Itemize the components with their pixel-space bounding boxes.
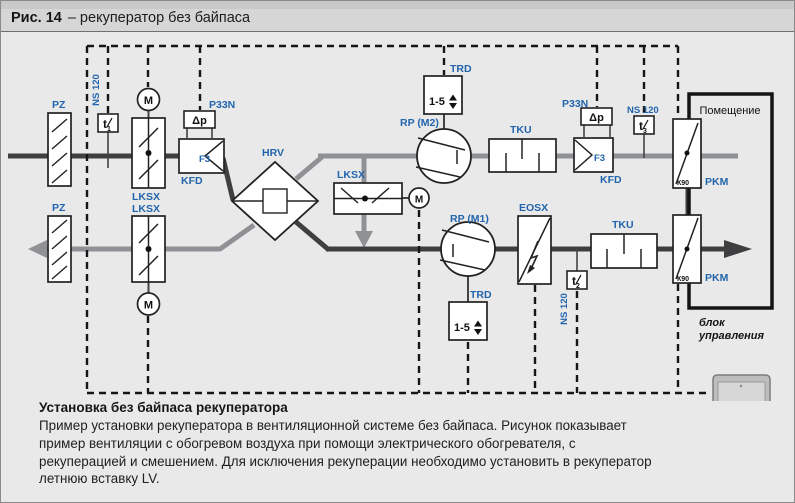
svg-text:t3: t3: [639, 119, 647, 135]
extract-air-ducts: [45, 153, 738, 252]
fan-rp-m2: [415, 128, 472, 184]
sensor-stems: [107, 111, 645, 302]
lksx-label-mixing: LKSX: [337, 169, 365, 181]
pz-grille-intake: [47, 112, 72, 187]
description-heading: Установка без байпаса рекуператора: [39, 400, 288, 415]
motor-label-2: M: [144, 300, 153, 312]
k90-label-bottom: К90: [677, 276, 689, 283]
ventilation-schematic: Помещение: [8, 44, 774, 401]
sensor-t2: t2: [566, 270, 588, 290]
tku-label-top: TKU: [510, 124, 532, 136]
description-body: Пример установки рекуператора в вентиляц…: [39, 418, 652, 487]
control-wiring-dashed: [85, 44, 708, 395]
p33n-label-intake: P33N: [209, 99, 235, 111]
fan-rp-m1: [439, 221, 496, 277]
sensor-t1: t1: [97, 113, 119, 133]
description-block: Установка без байпаса рекуператора Приме…: [39, 400, 664, 488]
figure-header: Рис. 14 – рекуператор без байпаса: [1, 1, 794, 32]
kfd-filter-extract: [573, 137, 614, 173]
down-arrow-icon: [449, 103, 457, 109]
dp-label-1: Δp: [192, 115, 207, 127]
tku-silencer-bottom: [590, 233, 658, 269]
kfd-label-extract: KFD: [600, 174, 622, 186]
pkm-label-bottom: PKM: [705, 272, 729, 284]
lksx-damper-exhaust: [131, 215, 166, 283]
ns120-label-t3: NS 120: [627, 105, 659, 116]
lightning-icon: [529, 240, 539, 272]
damper-motors: M M M: [136, 87, 430, 316]
dp-label-2: Δp: [589, 112, 604, 124]
pz-grille-exhaust: [47, 215, 72, 283]
tku-silencer-top: [488, 138, 557, 173]
pkm-damper-top: [672, 118, 702, 189]
lksx-damper-intake: [131, 117, 166, 189]
k90-label-top: К90: [677, 180, 689, 187]
p33n-label-extract: P33N: [562, 98, 588, 110]
control-unit-label: блок управления: [699, 317, 764, 342]
trd-controller-bottom: 1-5: [448, 301, 488, 341]
figure-title: – рекуператор без байпаса: [67, 10, 251, 26]
trd-controller-top: 1-5: [423, 75, 463, 115]
lksx-label-intake: LKSX: [132, 191, 160, 203]
trd-label-bottom: TRD: [470, 289, 492, 301]
mixing-down-arrow: [355, 231, 373, 248]
ns120-label-t2: NS 120: [559, 293, 570, 325]
ns120-label-t1: NS 120: [91, 74, 102, 106]
trd-range-1: 1-5: [429, 96, 445, 108]
figure-number: Рис. 14: [11, 10, 62, 26]
rp-m1-label: RP (M1): [450, 213, 489, 225]
trd-range-2: 1-5: [454, 322, 470, 334]
room-label: Помещение: [699, 105, 760, 117]
eosx-label: EOSX: [519, 202, 548, 214]
p33n-pressure-switch-intake: Δp: [183, 110, 216, 129]
p33n-pressure-switch-extract: Δp: [580, 107, 613, 126]
hrv-label: HRV: [262, 147, 284, 159]
up-arrow-icon: [449, 94, 457, 101]
hrv-heat-exchanger: [230, 160, 320, 242]
supply-to-room-arrow: [724, 240, 752, 258]
eosx-electric-heater: [517, 215, 552, 285]
exhaust-out-arrow: [28, 240, 47, 258]
kfd-filter-intake: [178, 138, 225, 174]
sensor-t3: t3: [633, 115, 655, 135]
motor-label-1: M: [144, 95, 153, 107]
pz-label-bottom: PZ: [52, 202, 66, 214]
pz-label-top: PZ: [52, 99, 66, 111]
motor-label-3: M: [415, 195, 423, 206]
kfd-label-intake: KFD: [181, 175, 203, 187]
svg-text:t1: t1: [103, 117, 111, 133]
down-arrow-icon: [474, 329, 482, 335]
tku-label-bottom: TKU: [612, 219, 634, 231]
lksx-label-exhaust: LKSX: [132, 203, 160, 215]
pkm-damper-bottom: [672, 214, 702, 284]
lksx-damper-mixing: [333, 182, 403, 215]
trd-label-top: TRD: [450, 63, 472, 75]
rp-m2-label: RP (M2): [400, 117, 439, 129]
svg-text:t2: t2: [572, 274, 580, 290]
pkm-label-top: PKM: [705, 176, 729, 188]
up-arrow-icon: [474, 320, 482, 327]
f3-label-extract: F3: [594, 153, 605, 164]
room-box: [687, 92, 774, 310]
control-unit-device: [712, 374, 771, 401]
f3-label-intake: F3: [199, 154, 210, 165]
